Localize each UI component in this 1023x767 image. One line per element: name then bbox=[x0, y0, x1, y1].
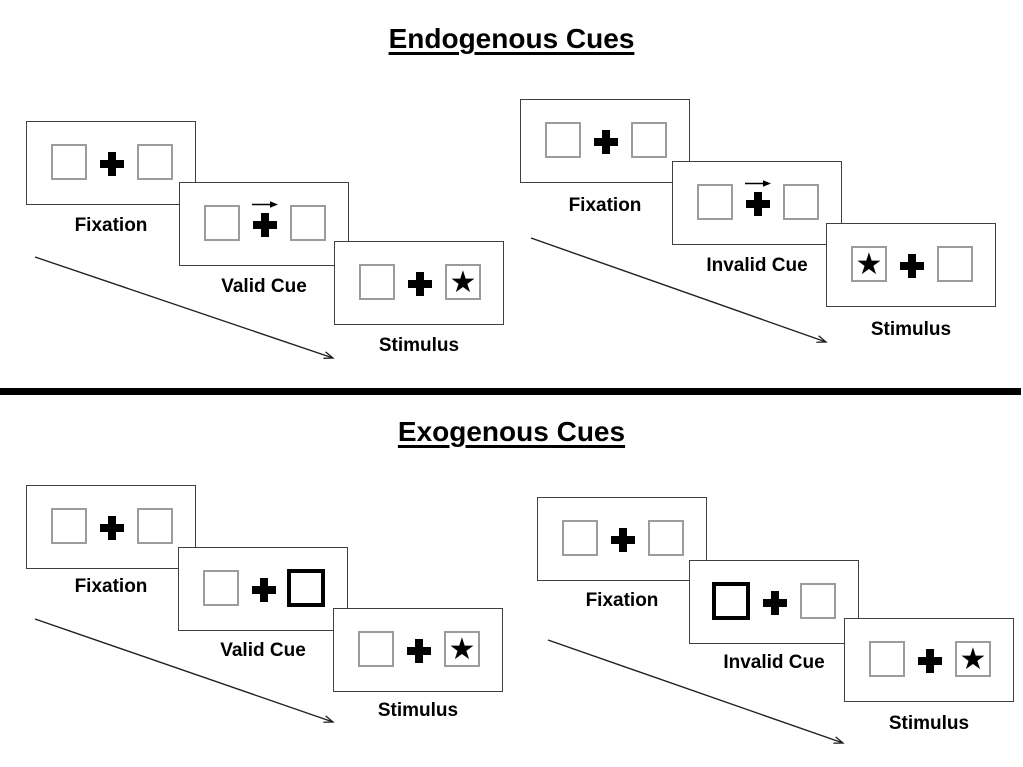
placeholder-box-right bbox=[631, 122, 667, 158]
stimulus-screen: ★ bbox=[333, 608, 503, 692]
placeholder-box-right bbox=[800, 583, 836, 619]
placeholder-box-right bbox=[137, 508, 173, 544]
fixation-cross-icon bbox=[408, 272, 432, 296]
target-star-icon: ★ bbox=[959, 643, 987, 676]
fixation-screen bbox=[26, 121, 196, 205]
placeholder-box-left: ★ bbox=[851, 246, 887, 282]
target-star-icon: ★ bbox=[855, 248, 883, 281]
fixation-screen bbox=[26, 485, 196, 569]
screen-label-fixation: Fixation bbox=[585, 590, 659, 611]
placeholder-box-left bbox=[358, 631, 394, 667]
cue-screen bbox=[672, 161, 842, 245]
placeholder-box-right: ★ bbox=[955, 641, 991, 677]
cue-arrow-right-icon bbox=[252, 201, 278, 208]
placeholder-box-left bbox=[51, 508, 87, 544]
fixation-cross-icon bbox=[594, 130, 618, 154]
section-title-exogenous: Exogenous Cues bbox=[397, 416, 626, 447]
screen-label-cue: Invalid Cue bbox=[723, 652, 825, 673]
section-divider bbox=[0, 388, 1021, 395]
fixation-cross-icon bbox=[100, 516, 124, 540]
placeholder-box-left bbox=[545, 122, 581, 158]
screen-label-stimulus: Stimulus bbox=[870, 319, 952, 340]
cue-highlight-box bbox=[287, 569, 325, 607]
placeholder-box-right: ★ bbox=[445, 264, 481, 300]
placeholder-box-left bbox=[51, 144, 87, 180]
time-arrow-endogenous-valid bbox=[34, 256, 335, 359]
placeholder-box-right bbox=[648, 520, 684, 556]
stimulus-screen: ★ bbox=[334, 241, 504, 325]
stimulus-screen: ★ bbox=[826, 223, 996, 307]
screen-label-fixation: Fixation bbox=[74, 576, 148, 597]
screen-label-fixation: Fixation bbox=[568, 195, 642, 216]
fixation-cross-icon bbox=[100, 152, 124, 176]
fixation-cross-icon bbox=[763, 591, 787, 615]
placeholder-box-right bbox=[290, 205, 326, 241]
placeholder-box-right bbox=[783, 184, 819, 220]
cue-screen bbox=[689, 560, 859, 644]
screen-label-stimulus: Stimulus bbox=[378, 335, 460, 356]
section-title-endogenous: Endogenous Cues bbox=[388, 23, 635, 54]
fixation-cross-icon bbox=[900, 254, 924, 278]
placeholder-box-left bbox=[697, 184, 733, 220]
placeholder-box-left bbox=[204, 205, 240, 241]
placeholder-box-right bbox=[137, 144, 173, 180]
placeholder-box-left bbox=[359, 264, 395, 300]
fixation-cross-icon bbox=[918, 649, 942, 673]
time-arrow-exogenous-valid bbox=[34, 618, 335, 723]
fixation-cross-icon bbox=[611, 528, 635, 552]
fixation-screen bbox=[537, 497, 707, 581]
screen-label-stimulus: Stimulus bbox=[888, 713, 970, 734]
placeholder-box-right bbox=[937, 246, 973, 282]
fixation-cross-icon bbox=[407, 639, 431, 663]
fixation-cross-icon bbox=[252, 578, 276, 602]
fixation-cross-icon bbox=[746, 192, 770, 216]
target-star-icon: ★ bbox=[449, 266, 477, 299]
screen-label-cue: Valid Cue bbox=[221, 276, 307, 297]
placeholder-box-left bbox=[203, 570, 239, 606]
fixation-cross-icon bbox=[253, 213, 277, 237]
placeholder-box-left bbox=[869, 641, 905, 677]
placeholder-box-left bbox=[562, 520, 598, 556]
cue-screen bbox=[179, 182, 349, 266]
stimulus-screen: ★ bbox=[844, 618, 1014, 702]
cue-highlight-box bbox=[712, 582, 750, 620]
target-star-icon: ★ bbox=[448, 633, 476, 666]
cue-arrow-right-icon bbox=[745, 180, 771, 187]
screen-label-cue: Valid Cue bbox=[220, 640, 306, 661]
fixation-screen bbox=[520, 99, 690, 183]
screen-label-fixation: Fixation bbox=[74, 215, 148, 236]
time-arrow-endogenous-invalid bbox=[530, 237, 828, 343]
screen-label-cue: Invalid Cue bbox=[706, 255, 808, 276]
screen-label-stimulus: Stimulus bbox=[377, 700, 459, 721]
cue-screen bbox=[178, 547, 348, 631]
placeholder-box-right: ★ bbox=[444, 631, 480, 667]
